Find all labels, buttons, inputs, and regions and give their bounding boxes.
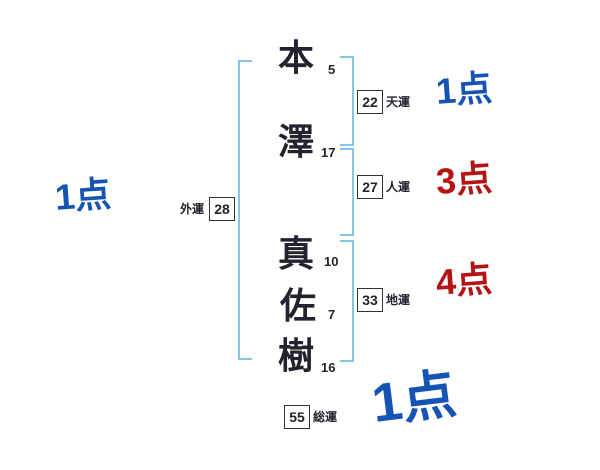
chiun-value-box: 33 (357, 288, 383, 312)
gaiun-score: 1点 (53, 173, 113, 218)
souun-value-box: 55 (284, 405, 310, 429)
stroke-count-2: 17 (321, 145, 336, 160)
chiun-score: 4点 (434, 258, 494, 303)
bracket-jinun (340, 148, 354, 236)
bracket-chiun (340, 240, 354, 362)
souun-score: 1点 (368, 364, 460, 434)
stroke-count-4: 7 (328, 307, 336, 322)
bracket-gaiun (238, 60, 252, 360)
jinun-label: 人運 (386, 180, 411, 194)
name-char-5: 樹 (278, 335, 315, 376)
souun-label: 総運 (313, 410, 338, 424)
tenun-value-box: 22 (357, 90, 383, 114)
bracket-tenun (340, 56, 354, 146)
tenun-label: 天運 (386, 95, 411, 109)
name-char-2: 澤 (278, 121, 315, 162)
gaiun-label: 外運 (180, 202, 205, 216)
tenun-score: 1点 (434, 67, 494, 112)
jinun-value-box: 27 (357, 175, 383, 199)
name-char-3: 真 (278, 233, 315, 274)
name-char-4: 佐 (280, 285, 317, 326)
name-char-1: 本 (278, 37, 315, 78)
chiun-label: 地運 (386, 293, 411, 307)
stroke-count-5: 16 (321, 360, 336, 375)
stroke-count-3: 10 (324, 254, 339, 269)
stroke-count-1: 5 (328, 62, 336, 77)
jinun-score: 3点 (434, 157, 494, 202)
gaiun-value-box: 28 (209, 197, 235, 221)
